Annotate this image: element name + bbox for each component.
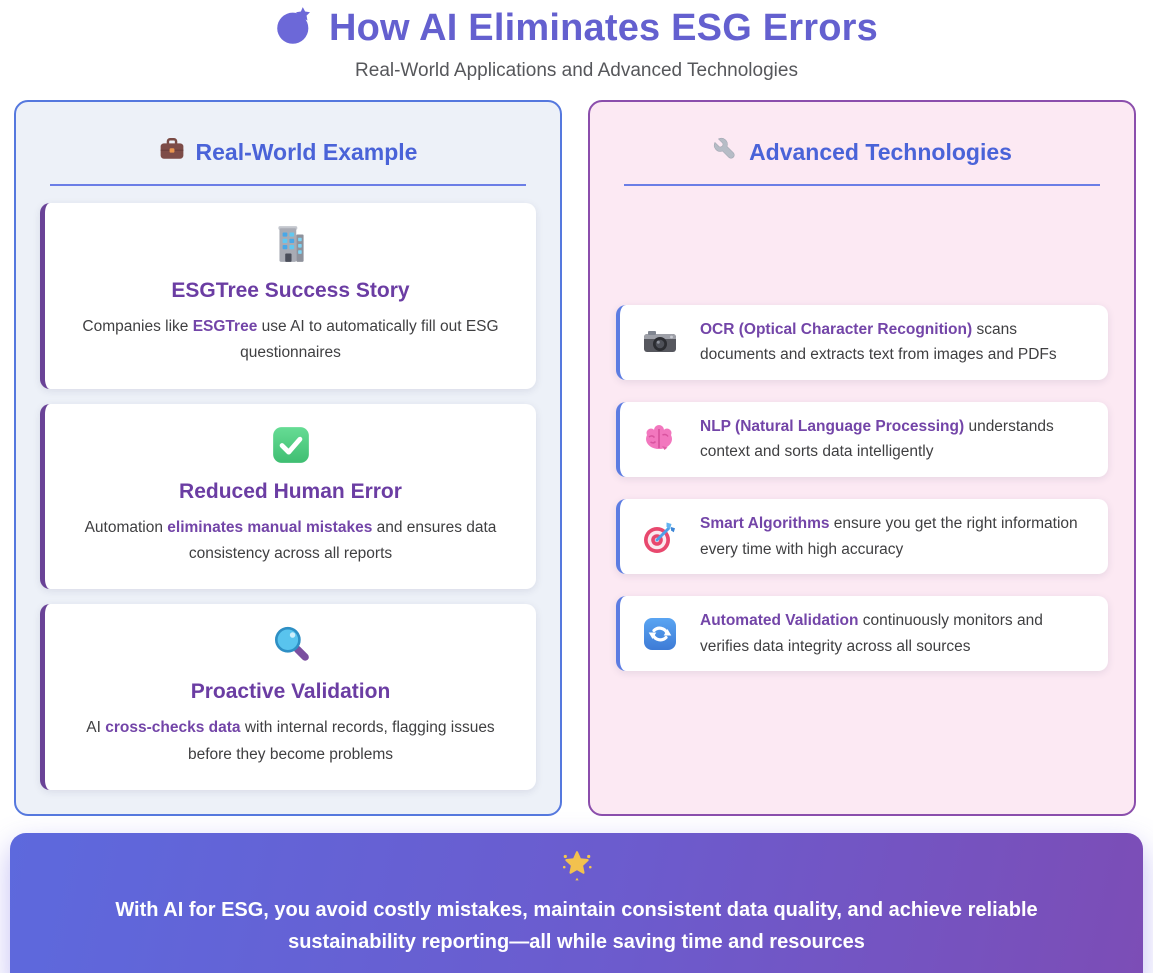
tech-text: OCR (Optical Character Recognition) scan… xyxy=(700,317,1086,368)
title-row: How AI Eliminates ESG Errors xyxy=(0,6,1153,51)
briefcase-icon xyxy=(159,136,185,168)
story-card-esgtree: ESGTree Success Story Companies like ESG… xyxy=(40,203,536,389)
tech-card-algorithms: Smart Algorithms ensure you get the righ… xyxy=(616,499,1108,575)
highlight-text: OCR (Optical Character Recognition) xyxy=(700,320,973,338)
story-card-human-error: Reduced Human Error Automation eliminate… xyxy=(40,403,536,590)
page-header: How AI Eliminates ESG Errors Real-World … xyxy=(0,0,1153,82)
text-segment: scans documents and extracts text from i… xyxy=(700,320,1057,364)
blueberry-icon xyxy=(275,6,315,51)
advanced-technologies-panel: Advanced Technologies xyxy=(588,100,1136,817)
tech-card-nlp: NLP (Natural Language Processing) unders… xyxy=(616,401,1108,478)
tech-text: NLP (Natural Language Processing) unders… xyxy=(700,414,1086,465)
brain-icon xyxy=(642,421,678,457)
highlight-text: ESGTree xyxy=(192,318,258,335)
real-world-example-panel: Real-World Example xyxy=(14,100,562,817)
left-panel-heading: Real-World Example xyxy=(195,138,418,165)
office-building-icon xyxy=(270,223,312,265)
story-card-title: Proactive Validation xyxy=(190,680,391,704)
text-segment: understands context and sorts data intel… xyxy=(700,417,1054,461)
page-subtitle: Real-World Applications and Advanced Tec… xyxy=(355,60,798,81)
target-dart-icon xyxy=(642,519,678,555)
tech-card-validation: Automated Validation continuously monito… xyxy=(616,596,1108,672)
right-panel-heading: Advanced Technologies xyxy=(749,138,1012,165)
tech-list: OCR (Optical Character Recognition) scan… xyxy=(614,186,1110,790)
highlight-text: NLP (Natural Language Processing) xyxy=(700,417,965,435)
left-panel-header: Real-World Example xyxy=(50,122,526,186)
tech-text: Smart Algorithms ensure you get the righ… xyxy=(700,511,1086,562)
main-panels: Real-World Example xyxy=(0,82,1153,817)
text-segment: ensure you get the right information eve… xyxy=(700,515,1078,558)
story-card-title: Reduced Human Error xyxy=(179,479,402,503)
right-panel-header: Advanced Technologies xyxy=(624,122,1100,186)
text-segment: continuously monitors and verifies data … xyxy=(700,612,1043,655)
text-segment: Automation xyxy=(84,518,168,536)
text-segment: Companies like xyxy=(82,318,193,335)
story-card-text: Companies like ESGTree use AI to automat… xyxy=(71,314,510,367)
tech-text: Automated Validation continuously monito… xyxy=(700,608,1086,659)
text-segment: use AI to automatically fill out ESG que… xyxy=(240,318,499,362)
camera-icon xyxy=(642,324,678,360)
banner-text: With AI for ESG, you avoid costly mistak… xyxy=(115,899,1038,954)
summary-banner: With AI for ESG, you avoid costly mistak… xyxy=(10,833,1143,973)
glowing-star-icon xyxy=(560,848,594,881)
story-cards: ESGTree Success Story Companies like ESG… xyxy=(40,203,536,791)
arrows-refresh-icon xyxy=(642,616,678,652)
wrench-icon xyxy=(712,136,738,168)
highlight-text: eliminates manual mistakes xyxy=(167,518,373,536)
highlight-text: cross-checks data xyxy=(105,719,241,737)
story-card-validation: Proactive Validation AI cross-checks dat… xyxy=(40,604,536,791)
page-title: How AI Eliminates ESG Errors xyxy=(328,7,878,49)
highlight-text: Automated Validation xyxy=(700,612,859,630)
text-segment: AI xyxy=(86,719,106,737)
text-segment: with internal records, flagging issues b… xyxy=(187,719,495,763)
highlight-text: Smart Algorithms xyxy=(700,515,830,533)
tech-card-ocr: OCR (Optical Character Recognition) scan… xyxy=(616,304,1108,380)
magnifying-glass-icon xyxy=(270,624,312,666)
text-segment: and ensures data consistency across all … xyxy=(188,518,497,563)
check-mark-icon xyxy=(270,424,312,466)
story-card-title: ESGTree Success Story xyxy=(171,279,410,302)
story-card-text: AI cross-checks data with internal recor… xyxy=(71,715,510,768)
story-card-text: Automation eliminates manual mistakes an… xyxy=(71,515,510,568)
